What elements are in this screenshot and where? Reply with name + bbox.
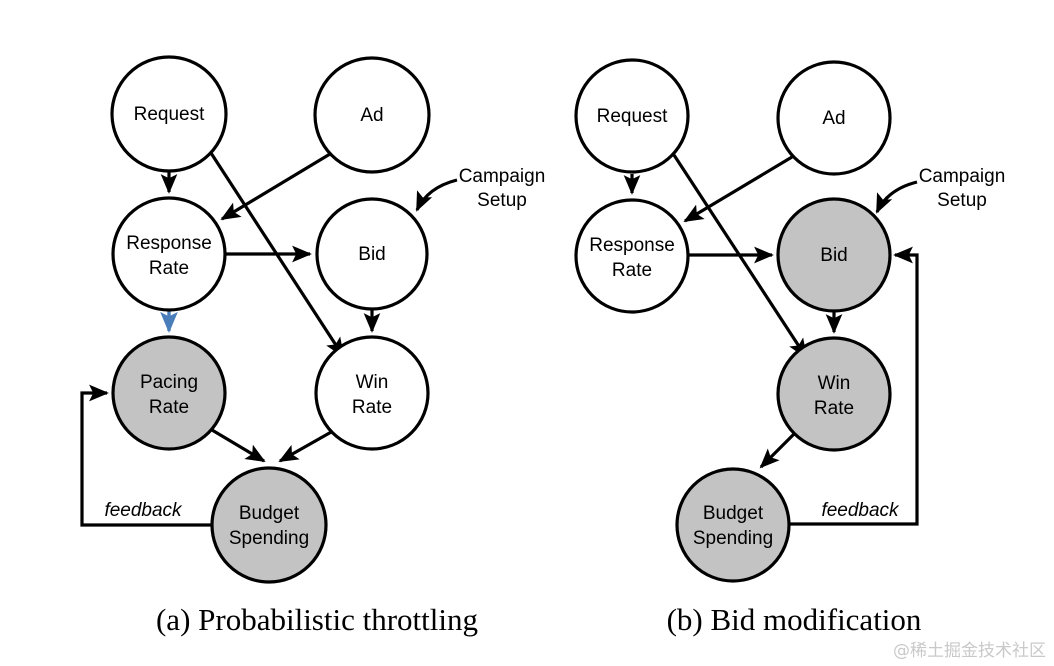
campaign-setup-line2: Setup [937, 190, 987, 211]
node-circle[interactable] [776, 197, 892, 313]
node-budget-spending-b[interactable]: Budget Spending [675, 467, 791, 583]
panel-b: Request Ad Response Rate Bid Win Rate [574, 58, 1006, 637]
campaign-setup-line2: Setup [477, 190, 527, 211]
caption-panel-b: (b) Bid modification [667, 602, 922, 637]
node-label-line1: Request [134, 104, 205, 125]
panel-a: Request Ad Response Rate Bid Pacing Rate [80, 55, 546, 637]
node-circle[interactable] [675, 467, 791, 583]
edge-feedback-budget-to-pacing [80, 384, 213, 527]
node-win-rate-b[interactable]: Win Rate [776, 336, 892, 452]
node-budget-spending-a[interactable]: Budget Spending [210, 466, 328, 584]
node-label-line2: Rate [612, 260, 652, 281]
node-label-line1: Request [597, 106, 668, 127]
node-label-line2: Spending [229, 528, 309, 549]
node-label-line1: Response [126, 233, 212, 254]
node-pacing-rate-a[interactable]: Pacing Rate [111, 335, 227, 451]
node-circle[interactable] [314, 335, 430, 451]
edge-pacing-to-budget [211, 428, 266, 463]
campaign-setup-annotation-b: Campaign Setup [919, 166, 1006, 211]
node-circle[interactable] [574, 58, 690, 174]
node-bid-a[interactable]: Bid [315, 197, 429, 311]
node-label-line2: Spending [693, 528, 773, 549]
node-response-rate-b[interactable]: Response Rate [574, 198, 690, 314]
node-circle[interactable] [574, 198, 690, 314]
node-label-line1: Win [356, 372, 389, 393]
campaign-setup-line1: Campaign [459, 166, 546, 187]
node-request-b[interactable]: Request [574, 58, 690, 174]
node-ad-b[interactable]: Ad [776, 60, 892, 176]
edge-win-to-budget [278, 429, 334, 463]
node-label-line1: Win [818, 373, 851, 394]
node-circle[interactable] [111, 335, 227, 451]
edge-campaign-setup-to-bid [875, 180, 918, 214]
node-bid-b[interactable]: Bid [776, 197, 892, 313]
caption-panel-a: (a) Probabilistic throttling [156, 602, 478, 637]
node-label-line1: Bid [820, 245, 847, 266]
node-label-line2: Rate [352, 397, 392, 418]
node-label-line1: Ad [360, 105, 383, 126]
node-response-rate-a[interactable]: Response Rate [111, 196, 227, 312]
watermark-text: @稀土掘金技术社区 [893, 641, 1046, 661]
edge-win-to-budget [759, 429, 799, 469]
node-win-rate-a[interactable]: Win Rate [314, 335, 430, 451]
node-circle[interactable] [315, 197, 429, 311]
node-label-line1: Ad [822, 108, 845, 129]
edge-ad-to-response [683, 155, 793, 223]
node-label-line1: Response [589, 235, 675, 256]
edge-campaign-setup-to-bid [415, 178, 458, 212]
node-circle[interactable] [313, 56, 431, 174]
node-circle[interactable] [110, 55, 228, 173]
feedback-label-b: feedback [821, 500, 900, 521]
node-circle[interactable] [776, 336, 892, 452]
node-label-line1: Budget [703, 503, 764, 524]
node-circle[interactable] [776, 60, 892, 176]
node-label-line2: Rate [814, 398, 854, 419]
node-circle[interactable] [111, 196, 227, 312]
node-circle[interactable] [210, 466, 328, 584]
edge-feedback-budget-to-bid [789, 246, 919, 526]
edge-ad-to-response [220, 152, 331, 221]
feedback-label-a: feedback [104, 500, 183, 521]
panel-a-edges [80, 152, 458, 527]
node-label-line1: Bid [358, 244, 385, 265]
campaign-setup-line1: Campaign [919, 166, 1006, 187]
node-label-line2: Rate [149, 258, 189, 279]
node-label-line1: Budget [239, 503, 300, 524]
node-label-line1: Pacing [140, 372, 198, 393]
node-ad-a[interactable]: Ad [313, 56, 431, 174]
panel-b-edges [623, 154, 919, 526]
node-request-a[interactable]: Request [110, 55, 228, 173]
node-label-line2: Rate [149, 397, 189, 418]
campaign-setup-annotation-a: Campaign Setup [459, 166, 546, 211]
